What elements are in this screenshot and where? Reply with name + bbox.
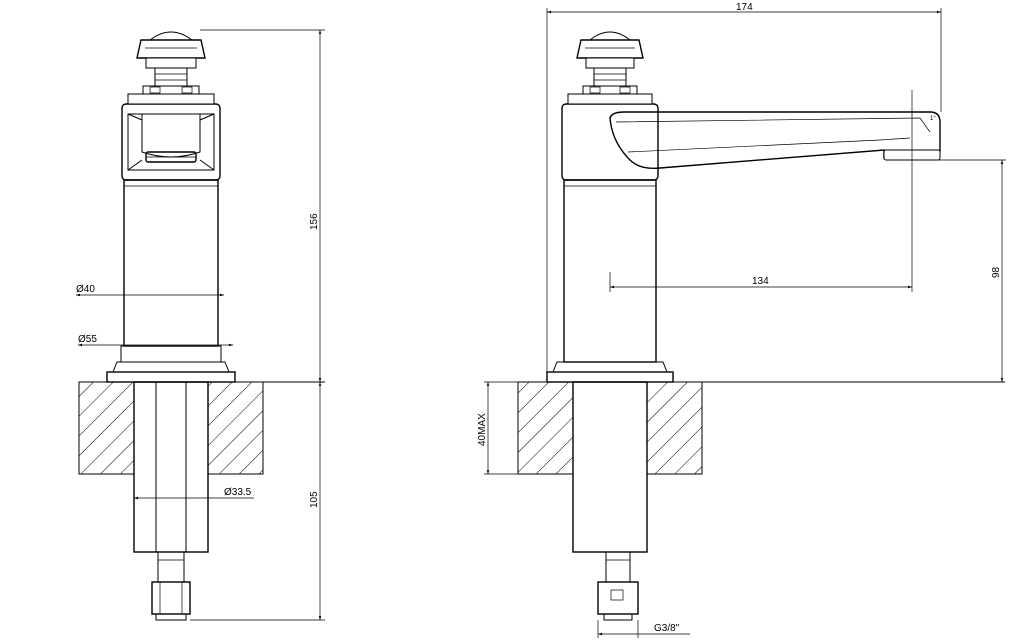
- body-cylinder: [123, 179, 219, 347]
- side-base-plate: [546, 371, 674, 383]
- base-plate: [106, 371, 236, 383]
- side-connector-nut: [597, 581, 639, 615]
- countertop-section-left: [78, 381, 135, 475]
- dim-thread-g38: G3/8": [654, 623, 680, 634]
- dim-height-156: 156: [309, 213, 320, 230]
- dim-diameter-40: Ø40: [76, 284, 95, 295]
- side-view: 174 134 1° 98 40MAX G3/8": [477, 2, 1006, 638]
- shank: [133, 381, 209, 553]
- control-knob: [136, 39, 206, 59]
- dim-length-105: 105: [309, 491, 320, 508]
- connector-nut: [151, 581, 191, 615]
- connector-tube: [157, 551, 185, 583]
- countertop-section-right: [207, 381, 264, 475]
- side-mixer-head: [561, 103, 659, 181]
- front-view: Ø40 Ø55 Ø33.5 156 105: [76, 29, 325, 621]
- dim-height-98: 98: [991, 266, 1002, 278]
- dim-angle-mark: 1°: [930, 116, 936, 122]
- side-shank: [572, 381, 648, 553]
- dim-reach-134: 134: [752, 276, 769, 287]
- dim-length-174: 174: [736, 2, 753, 13]
- dim-deck-40max: 40MAX: [477, 413, 488, 446]
- dim-diameter-33-5: Ø33.5: [224, 487, 252, 498]
- side-body-cylinder: [563, 179, 657, 363]
- shank-inner: [155, 381, 187, 553]
- mixer-head: [121, 103, 221, 181]
- side-countertop-section-right: [646, 381, 703, 475]
- side-countertop-section-left: [517, 381, 574, 475]
- dim-diameter-55: Ø55: [78, 334, 97, 345]
- side-control-knob: [576, 39, 644, 59]
